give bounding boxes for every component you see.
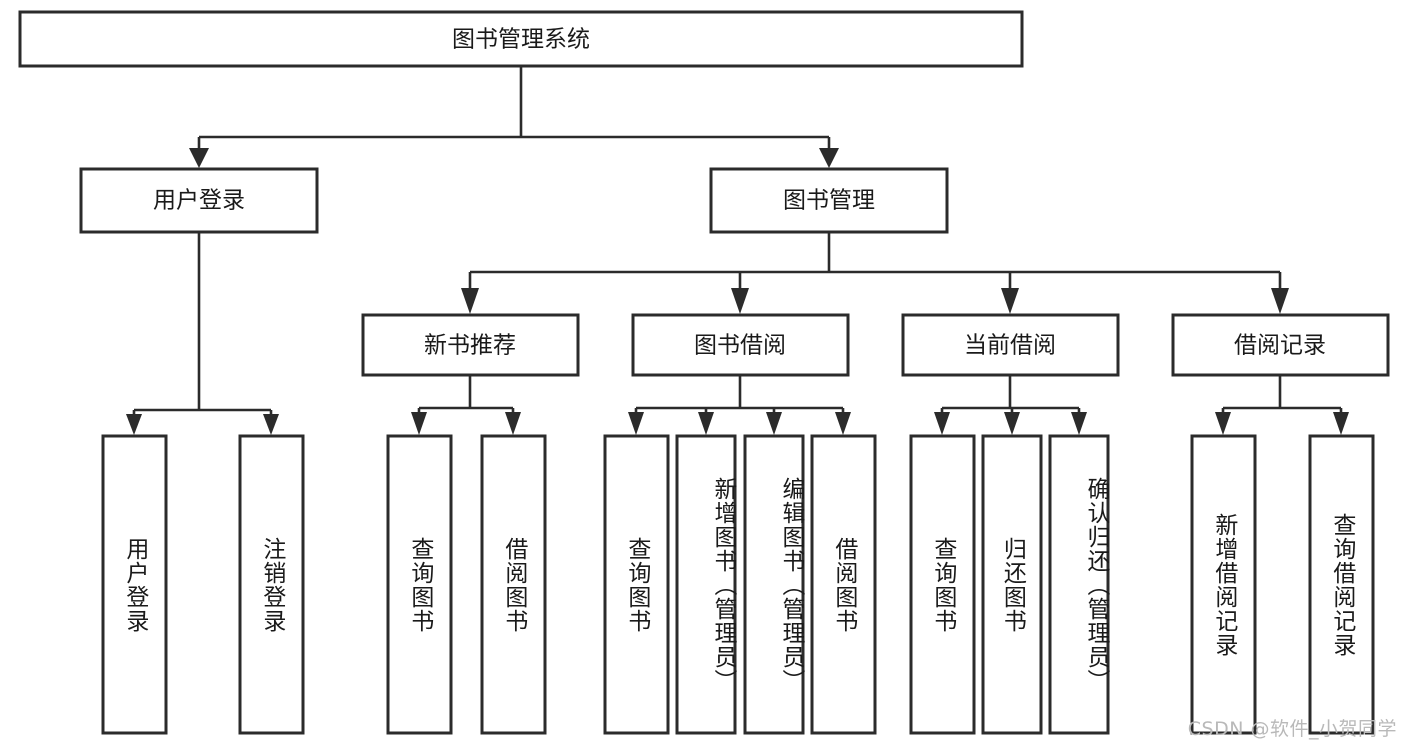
arrow-head-leaf-borrow-book-2 — [835, 412, 851, 435]
arrow-head-borrow-record — [1271, 288, 1289, 314]
arrow-head-leaf-query-book-3 — [934, 412, 950, 435]
node-root-system[interactable]: 图书管理系统 — [18, 10, 1024, 68]
arrow-head-leaf-borrow-book-1 — [505, 412, 521, 435]
node-book-management[interactable]: 图书管理 — [709, 167, 949, 234]
leaf-box-return-book[interactable] — [981, 434, 1043, 735]
leaf-box-user-login[interactable] — [101, 434, 168, 735]
leaf-box-query-book-2[interactable] — [603, 434, 670, 735]
leaf-box-logout[interactable] — [238, 434, 305, 735]
arrow-head-new-book-recommend — [461, 288, 479, 314]
connector-group-root — [189, 66, 839, 168]
node-borrow-record-box[interactable] — [1171, 313, 1390, 377]
leaf-box-query-borrow-record[interactable] — [1308, 434, 1375, 735]
leaf-box-borrow-book-1[interactable] — [480, 434, 547, 735]
arrow-head-leaf-logout — [263, 414, 279, 435]
connector-group-borrow-record — [1215, 375, 1349, 435]
node-borrow-record[interactable]: 借阅记录 — [1171, 313, 1390, 377]
csdn-watermark: CSDN @软件_小贺同学 — [1187, 718, 1397, 740]
node-book-borrow-box[interactable] — [631, 313, 850, 377]
leaf-box-edit-book-admin[interactable] — [743, 434, 805, 735]
node-current-borrow-box[interactable] — [901, 313, 1120, 377]
node-book-borrow[interactable]: 图书借阅 — [631, 313, 850, 377]
arrow-head-leaf-edit-book — [766, 412, 782, 435]
arrow-head-leaf-query-book-1 — [411, 412, 427, 435]
leaf-box-query-book-3[interactable] — [909, 434, 976, 735]
connector-group-current-borrow — [934, 375, 1087, 435]
node-new-book-recommend-label: 新书推荐 — [424, 333, 516, 359]
leaf-box-borrow-book-2[interactable] — [810, 434, 877, 735]
node-current-borrow-label: 当前借阅 — [964, 333, 1056, 359]
arrow-head-leaf-return-book — [1004, 412, 1020, 435]
arrow-head-current-borrow — [1001, 288, 1019, 314]
connector-group-book-borrow — [628, 375, 851, 435]
leaf-box-confirm-return-admin[interactable] — [1048, 434, 1110, 735]
arrow-head-to-book-management — [819, 148, 839, 168]
node-user-login[interactable]: 用户登录 — [79, 167, 319, 234]
node-root-box[interactable] — [18, 10, 1024, 68]
node-book-borrow-label: 图书借阅 — [694, 333, 786, 359]
arrow-head-leaf-confirm-return — [1071, 412, 1087, 435]
connector-group-book-management — [461, 232, 1289, 314]
node-book-management-label: 图书管理 — [783, 188, 875, 214]
leaf-box-add-borrow-record[interactable] — [1190, 434, 1257, 735]
arrow-head-leaf-add-borrow-record — [1215, 412, 1231, 435]
leaf-box-query-book-1[interactable] — [386, 434, 453, 735]
node-root-label: 图书管理系统 — [452, 27, 590, 53]
arrow-head-to-user-login — [189, 148, 209, 168]
connector-group-user-login — [126, 232, 279, 435]
arrow-head-book-borrow — [731, 288, 749, 314]
arrow-head-leaf-add-book — [698, 412, 714, 435]
arrow-head-leaf-user-login — [126, 414, 142, 435]
node-new-book-recommend[interactable]: 新书推荐 — [361, 313, 580, 377]
node-user-login-label: 用户登录 — [153, 188, 245, 214]
node-borrow-record-label: 借阅记录 — [1234, 333, 1326, 359]
node-current-borrow[interactable]: 当前借阅 — [901, 313, 1120, 377]
connector-group-new-book-recommend — [411, 375, 521, 435]
arrow-head-leaf-query-book-2 — [628, 412, 644, 435]
leaf-box-add-book-admin[interactable] — [675, 434, 737, 735]
arrow-head-leaf-query-borrow-record — [1333, 412, 1349, 435]
node-new-book-recommend-box[interactable] — [361, 313, 580, 377]
node-user-login-box[interactable] — [79, 167, 319, 234]
node-book-management-box[interactable] — [709, 167, 949, 234]
